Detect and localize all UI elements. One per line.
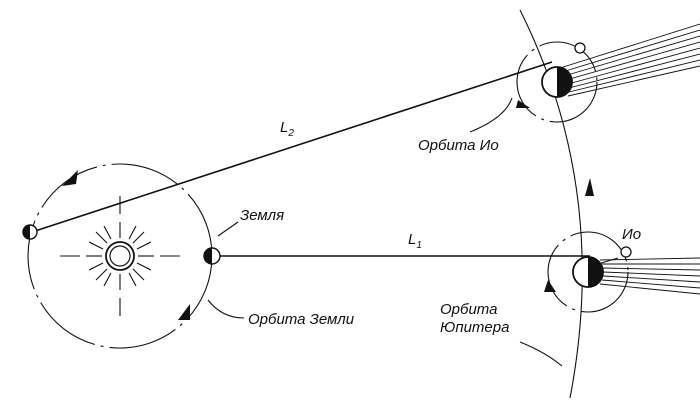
io-moon-lower xyxy=(620,246,632,258)
l2-label: L2 xyxy=(280,119,294,139)
jupiter-upper xyxy=(516,23,700,123)
l1-label: L1 xyxy=(408,231,422,251)
earth-orbit-leader xyxy=(207,299,245,319)
io-moon-upper xyxy=(574,42,586,54)
jupiter-orbit-leader xyxy=(519,341,563,367)
earth-orbit-arrow-bottom xyxy=(178,304,190,320)
io-orbit-arrow-upper xyxy=(516,100,530,108)
earth-orbit-label: Орбита Земли xyxy=(248,311,355,328)
l2-line xyxy=(31,61,553,233)
jupiter-orbit-arrow xyxy=(585,178,594,196)
earth-leader xyxy=(217,221,239,237)
sun-icon xyxy=(60,196,180,316)
earth-label: Земля xyxy=(240,207,284,224)
jupiter-orbit xyxy=(519,9,583,399)
earth-left-position xyxy=(22,224,38,240)
jupiter-orbit-label-line2: Юпитера xyxy=(440,319,509,336)
io-orbit-label: Орбита Ио xyxy=(418,137,499,154)
io-orbit-lower xyxy=(547,231,629,313)
io-orbit-arrow-lower xyxy=(544,280,556,292)
earth-right-position xyxy=(203,247,221,265)
io-label: Ио xyxy=(622,226,641,243)
io-orbit-leader xyxy=(469,97,513,133)
jupiter-orbit-label-line1: Орбита xyxy=(440,301,497,318)
earth-orbit-arrow-top xyxy=(62,170,78,186)
io-leader xyxy=(597,257,619,265)
jupiter-lower xyxy=(544,231,700,313)
io-orbit-upper xyxy=(516,41,598,123)
